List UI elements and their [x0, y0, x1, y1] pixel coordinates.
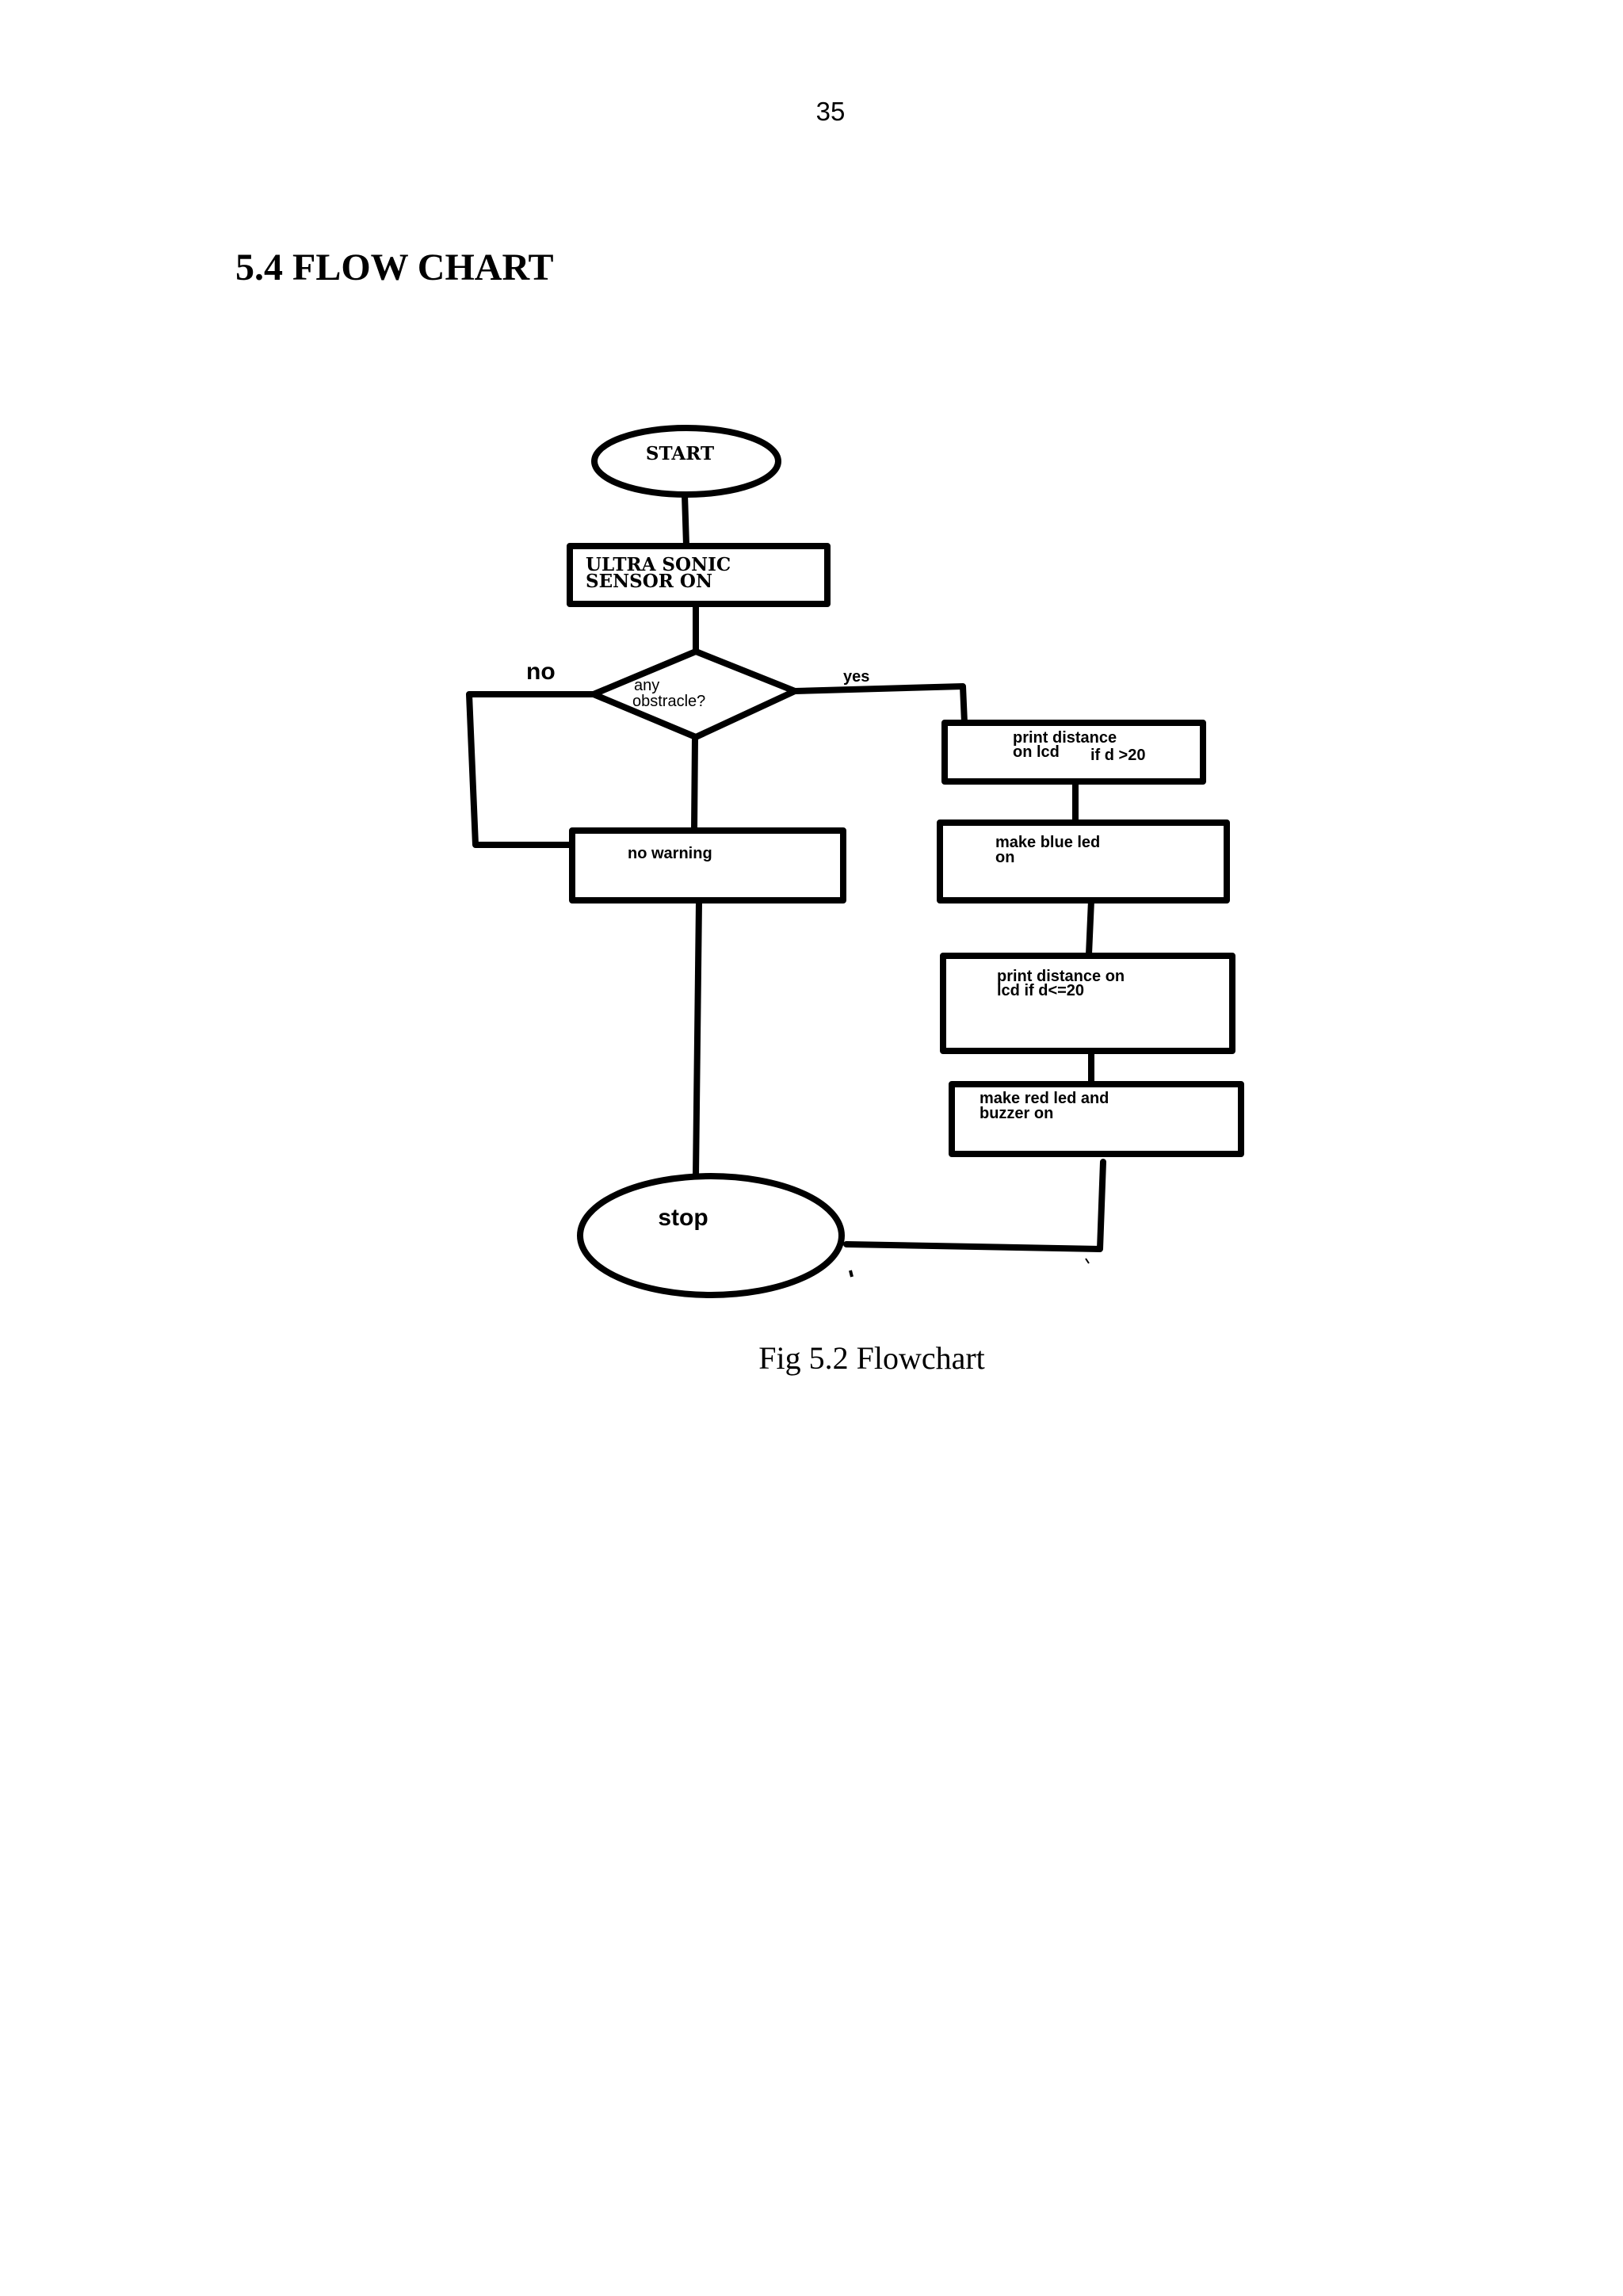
red-led-label-line1: make red led and — [980, 1090, 1109, 1107]
decision-label-line1: any — [634, 677, 659, 694]
print-far-condition: if d >20 — [1090, 747, 1145, 764]
sensor-label-line1: ULTRA SONIC — [586, 554, 731, 575]
sensor-label-line2: SENSOR ON — [586, 571, 712, 592]
stray-mark — [1085, 1258, 1090, 1264]
no-branch-label: no — [526, 659, 556, 685]
blue-led-label-line2: on — [995, 849, 1014, 866]
connector-nowarning-stop — [693, 899, 702, 1179]
print-distance-near-box — [940, 953, 1235, 1054]
stop-terminal — [577, 1173, 845, 1298]
connector-yes — [792, 683, 968, 726]
print-near-label-line2: lcd if d<=20 — [997, 982, 1084, 999]
start-terminal — [591, 425, 781, 498]
page-number: 35 — [815, 97, 846, 126]
print-far-label-line2: on lcd — [1013, 743, 1060, 761]
yes-branch-label: yes — [843, 668, 869, 686]
connector-blueled-printnear — [1086, 897, 1094, 957]
connector-no-loop — [466, 691, 598, 848]
connector-redled-stop — [843, 1159, 1106, 1252]
section-heading: 5.4 FLOW CHART — [235, 246, 554, 288]
stray-mark — [849, 1270, 854, 1278]
stop-label: stop — [658, 1205, 708, 1231]
sensor-on-box — [567, 543, 831, 607]
connector-decision-nowarning — [691, 734, 698, 834]
no-warning-box — [569, 827, 846, 904]
start-label: START — [646, 443, 714, 464]
red-led-buzzer-box — [949, 1081, 1244, 1157]
print-near-label-line1: print distance on — [997, 968, 1125, 985]
blue-led-label-line1: make blue led — [995, 834, 1100, 851]
print-far-label-line1: print distance — [1013, 729, 1117, 747]
blue-led-box — [937, 819, 1230, 904]
decision-label-line2: obstracle? — [632, 693, 705, 710]
decision-diamond — [590, 648, 798, 740]
flowchart-figure: START ULTRA SONIC SENSOR ON any obstracl… — [466, 425, 1244, 1298]
figure-caption: Fig 5.2 Flowchart — [758, 1340, 985, 1376]
no-warning-label: no warning — [628, 845, 712, 862]
print-distance-far-box — [941, 720, 1206, 785]
red-led-label-line2: buzzer on — [980, 1105, 1053, 1122]
connector-start-sensor — [682, 491, 689, 548]
